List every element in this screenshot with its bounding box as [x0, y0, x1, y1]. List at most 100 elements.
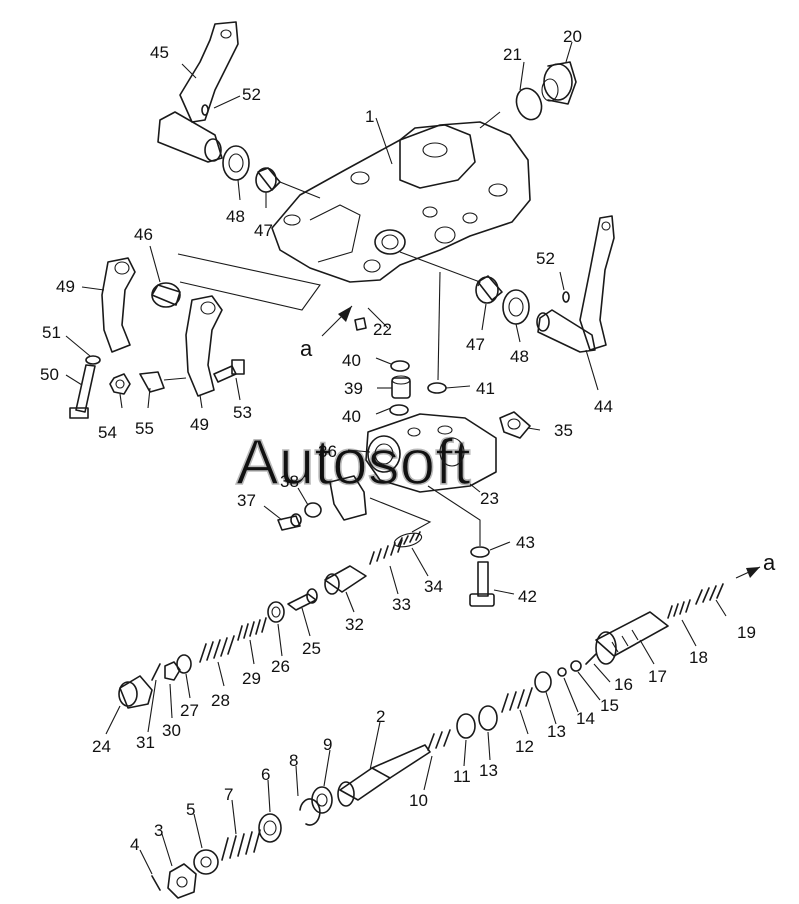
washer-14 — [557, 667, 567, 677]
callout-3: 3 — [154, 821, 163, 840]
callout-52a: 52 — [242, 85, 261, 104]
marker-a-left: a — [300, 336, 313, 361]
callout-35: 35 — [554, 421, 573, 440]
callout-15: 15 — [600, 696, 619, 715]
nut-30 — [164, 661, 181, 681]
callout-46: 46 — [134, 225, 153, 244]
bolt-plate — [277, 513, 302, 531]
o-ring-top — [390, 360, 410, 372]
callout-18: 18 — [689, 648, 708, 667]
bolt-small — [213, 359, 245, 383]
watermark: Autosoft — [236, 426, 471, 498]
callout-25: 25 — [302, 639, 321, 658]
callout-4: 4 — [130, 835, 139, 854]
snap-ring-8 — [299, 798, 321, 826]
bushing-top — [255, 167, 281, 193]
cotter-pin-31 — [151, 663, 161, 681]
callout-36: 36 — [318, 442, 337, 461]
spring-18 — [667, 599, 691, 619]
callout-47b: 47 — [466, 335, 485, 354]
bushing-right — [475, 275, 503, 304]
bolt — [69, 364, 96, 419]
gasket — [470, 546, 490, 558]
nut-15 — [570, 660, 582, 672]
stem — [287, 588, 318, 611]
o-ring-right — [427, 382, 447, 394]
plate — [329, 475, 367, 521]
retainer-13b — [478, 705, 498, 731]
arrow-marker-right — [735, 566, 761, 579]
retainer-26 — [267, 601, 285, 623]
callout-45: 45 — [150, 43, 169, 62]
nut-3 — [167, 863, 197, 899]
spacer — [391, 375, 411, 399]
callout-6: 6 — [261, 765, 270, 784]
callout-14: 14 — [576, 709, 595, 728]
callout-13b: 13 — [479, 761, 498, 780]
arm-left — [101, 257, 136, 353]
arrow-marker-left — [321, 305, 353, 337]
callout-labels: 1 2 3 4 5 6 7 8 9 10 11 12 13 13 14 15 1… — [40, 27, 756, 854]
spring-12 — [501, 687, 533, 713]
callout-50: 50 — [40, 365, 59, 384]
callout-7: 7 — [224, 785, 233, 804]
callout-34: 34 — [424, 577, 443, 596]
callout-1: 1 — [365, 107, 374, 126]
callout-40a: 40 — [342, 351, 361, 370]
spring-7 — [221, 829, 261, 861]
bushing — [151, 282, 181, 308]
pin-16 — [585, 653, 597, 665]
callout-52b: 52 — [536, 249, 555, 268]
arm-right — [185, 295, 223, 397]
callout-53: 53 — [233, 403, 252, 422]
spring-10 — [427, 729, 451, 751]
cotter-pin-4 — [151, 875, 161, 891]
lever-left — [157, 21, 239, 163]
callout-27: 27 — [180, 701, 199, 720]
bearing-right — [502, 289, 530, 325]
spool — [595, 611, 669, 665]
callout-48b: 48 — [510, 347, 529, 366]
o-ring-mid — [389, 404, 409, 416]
callout-39: 39 — [344, 379, 363, 398]
retainer-13 — [534, 671, 552, 693]
marker-a-right: a — [763, 550, 776, 575]
callout-37: 37 — [237, 491, 256, 510]
cap — [118, 675, 153, 709]
plunger — [324, 565, 367, 595]
callout-43: 43 — [516, 533, 535, 552]
nut — [109, 373, 131, 395]
retainer-6 — [258, 813, 282, 843]
pin — [201, 104, 209, 116]
callout-54: 54 — [98, 423, 117, 442]
retainer-27 — [176, 654, 192, 674]
callout-24: 24 — [92, 737, 111, 756]
plug-small — [354, 317, 367, 331]
callout-26: 26 — [271, 657, 290, 676]
callout-41: 41 — [476, 379, 495, 398]
bolt-long — [469, 561, 495, 607]
callout-22: 22 — [373, 320, 392, 339]
callout-29: 29 — [242, 669, 261, 688]
callout-28: 28 — [211, 691, 230, 710]
plug — [541, 61, 577, 105]
callout-17: 17 — [648, 667, 667, 686]
callout-30: 30 — [162, 721, 181, 740]
washer — [85, 355, 101, 365]
lock-washer — [304, 502, 322, 518]
spring-19 — [695, 583, 724, 605]
callout-21: 21 — [503, 45, 522, 64]
o-ring — [515, 87, 543, 121]
callout-8: 8 — [289, 751, 298, 770]
callout-13a: 13 — [547, 722, 566, 741]
washer-5 — [193, 849, 219, 875]
callout-38: 38 — [280, 472, 299, 491]
callout-11: 11 — [453, 767, 471, 786]
plug-side — [499, 411, 531, 439]
callout-44: 44 — [594, 397, 613, 416]
callout-5: 5 — [186, 800, 195, 819]
pin-right — [562, 291, 570, 303]
callout-2: 2 — [376, 707, 385, 726]
callout-40b: 40 — [342, 407, 361, 426]
